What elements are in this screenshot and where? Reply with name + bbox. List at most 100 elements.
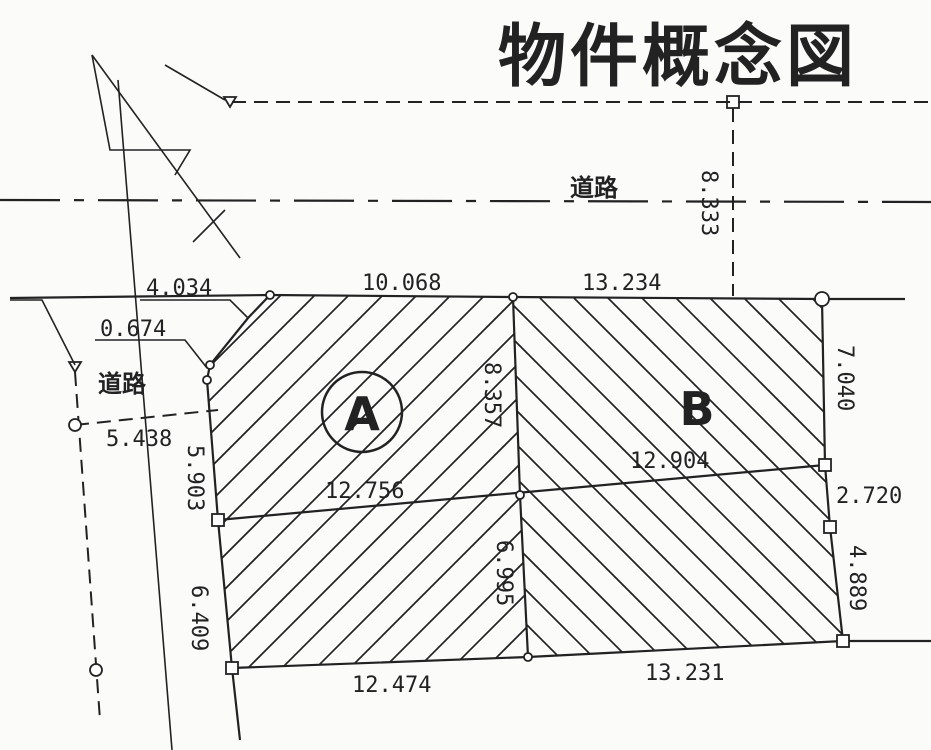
point-marker-icon [89, 663, 103, 677]
survey-points [68, 290, 850, 677]
dim-top-b: 13.234 [582, 271, 661, 296]
point-marker-icon [814, 291, 830, 307]
hatch-line [513, 297, 841, 657]
hatch-line [513, 297, 843, 657]
parcel-a-circle [320, 370, 404, 454]
hatch-line [207, 295, 331, 668]
point-marker-icon [523, 652, 533, 662]
hatch-line [0, 280, 58, 700]
hatch-line [207, 295, 528, 668]
triangle-marker-icon [222, 96, 238, 109]
road-line [0, 198, 931, 204]
dim-right-lower: 4.889 [844, 545, 869, 611]
point-marker-icon [205, 360, 215, 370]
dim-road-offset: 8.333 [696, 170, 721, 236]
hatch-line [0, 280, 296, 700]
hatch-line [691, 297, 843, 657]
dim-left-lower: 6.409 [186, 585, 211, 651]
hatch-line [385, 295, 528, 668]
hatch-line [0, 280, 160, 700]
parcel-a-label: A [344, 387, 380, 441]
hatch-line [207, 295, 433, 668]
leader-line [164, 64, 226, 101]
hatch-line [283, 295, 528, 668]
boundary-marker-icon [211, 513, 225, 527]
hatch-line [0, 280, 160, 700]
boundary-marker-icon [836, 634, 850, 648]
boundary-marker-icon [823, 520, 837, 534]
boundary-line [117, 79, 173, 750]
dim-right-mid: 2.720 [836, 484, 902, 509]
point-marker-icon [515, 490, 525, 500]
point-marker-icon [508, 292, 518, 302]
parcel-bottom-boundary [231, 639, 931, 670]
page-title: 物件概念図 [498, 18, 858, 97]
hatch-line [0, 280, 194, 700]
hatch-line [555, 297, 843, 657]
dim-divider-lower: 6.995 [491, 540, 516, 606]
boundary-marker-icon [225, 661, 239, 675]
parcel-right-boundary [820, 298, 845, 642]
point-marker-icon [265, 290, 275, 300]
dim-left-small: 0.674 [100, 317, 166, 342]
hatch-line [419, 295, 528, 668]
hatch-line [207, 295, 297, 668]
hatch-line [317, 295, 528, 668]
dim-mid-a: 12.756 [325, 479, 404, 504]
road-edge-line [74, 371, 101, 721]
hatch-line [453, 295, 528, 668]
hatch-line [513, 297, 843, 657]
boundary-marker-icon [818, 458, 832, 472]
hatch-line [207, 295, 528, 668]
hatch-line [0, 280, 330, 700]
hatch-line [207, 295, 365, 668]
hatch-line [657, 297, 843, 657]
dim-bottom-a: 12.474 [352, 673, 431, 698]
parcel-top-boundary [9, 293, 905, 301]
leader-line [140, 299, 249, 319]
hatch-line [513, 297, 603, 657]
hatch-line [0, 280, 92, 700]
hatch-line [0, 280, 364, 700]
hatch-line [207, 295, 501, 668]
road-label-left: 道路 [98, 370, 147, 398]
hatch-line [513, 297, 705, 657]
hatch-line [589, 297, 843, 657]
dim-mid-b: 12.904 [630, 449, 709, 474]
dim-left-upper: 5.903 [182, 445, 207, 511]
dim-left-chamfer: 4.034 [146, 276, 212, 301]
north-arrow-icon [91, 54, 241, 259]
hatch-line [513, 297, 739, 657]
hatch-line [0, 280, 194, 700]
point-marker-icon [68, 418, 82, 432]
hatch-line [0, 280, 24, 700]
road-label-top: 道路 [570, 174, 619, 202]
hatch-line [0, 280, 58, 700]
leader-line [95, 339, 208, 369]
hatch-line [207, 295, 399, 668]
hatch-line [513, 297, 773, 657]
hatch-line [513, 297, 807, 657]
dim-divider-upper: 8.357 [479, 362, 504, 428]
hatch-line [521, 297, 843, 657]
hatch-line [0, 280, 24, 700]
triangle-marker-icon [67, 361, 83, 374]
dim-bottom-b: 13.231 [645, 661, 724, 686]
hatch-line [249, 295, 528, 668]
hatch-line [207, 295, 467, 668]
parcel-b-label: B [679, 382, 714, 436]
road-width-line [74, 409, 219, 426]
parcel-b-hatch [0, 280, 843, 700]
hatch-line [0, 280, 92, 700]
dim-right-upper: 7.040 [832, 345, 857, 411]
hatch-line [215, 295, 528, 668]
leader-line [10, 299, 76, 366]
dim-top-a: 10.068 [362, 271, 441, 296]
hatch-line [513, 297, 637, 657]
hatch-line [351, 295, 528, 668]
hatch-line [725, 297, 843, 657]
dim-left-road: 5.438 [106, 427, 172, 452]
point-marker-icon [202, 375, 212, 385]
